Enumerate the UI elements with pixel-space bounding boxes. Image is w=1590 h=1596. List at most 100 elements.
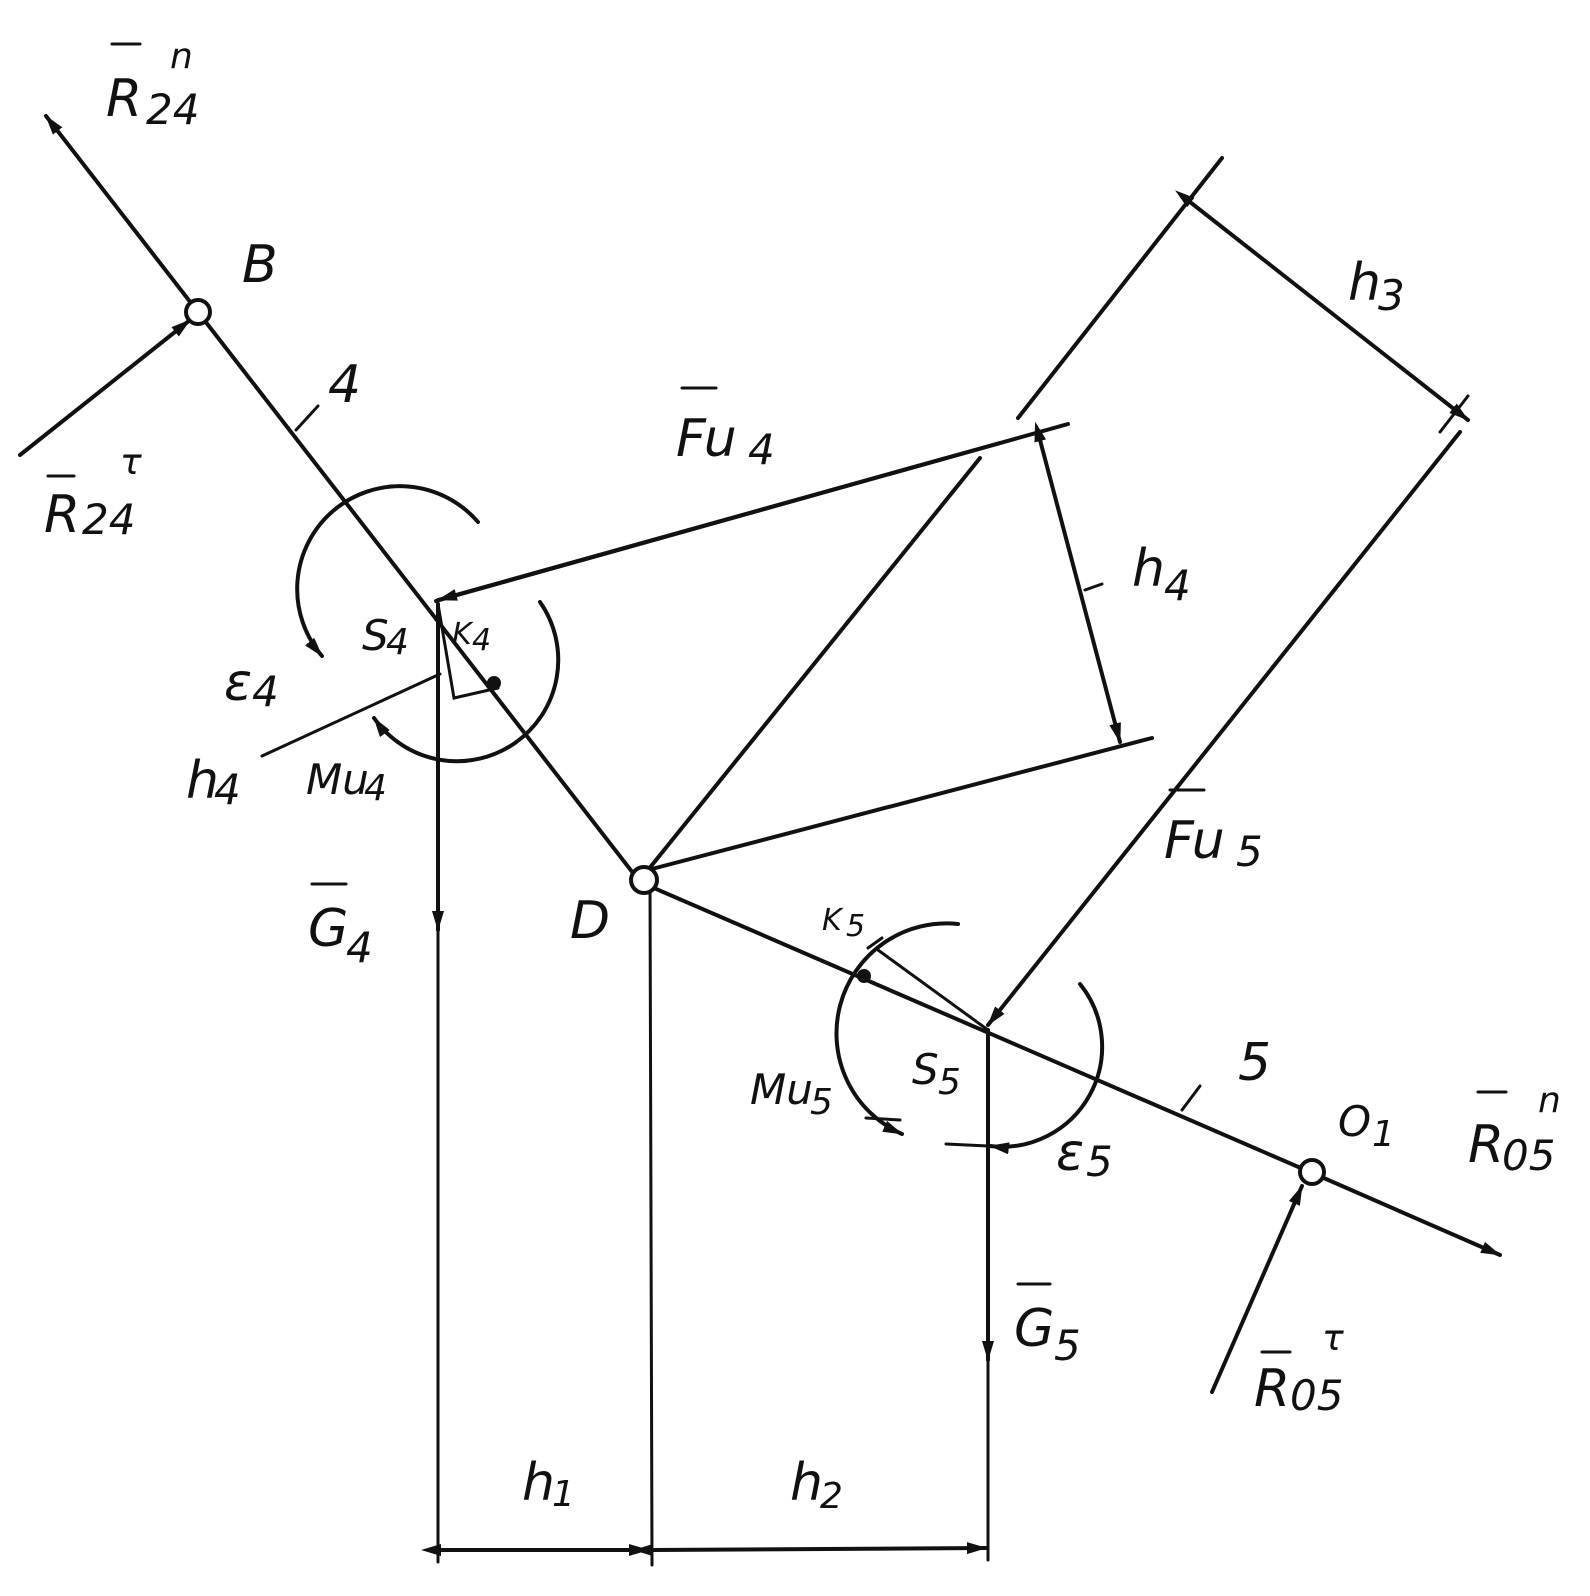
svg-text:5: 5 [938, 1062, 961, 1103]
svg-text:h: h [1132, 539, 1165, 599]
joint-d [629, 865, 659, 895]
svg-text:3: 3 [1378, 271, 1405, 320]
k5-right-angle [866, 936, 884, 950]
svg-text:5: 5 [1236, 827, 1263, 876]
label-r24n: R 24 n [106, 36, 199, 134]
svg-text:O: O [1338, 1097, 1371, 1146]
d-to-fu4-line [646, 456, 982, 872]
h3-dimension-arrow [1175, 190, 1470, 422]
svg-text:G: G [308, 899, 348, 959]
svg-text:5: 5 [846, 909, 865, 944]
label-d: D [570, 891, 610, 951]
svg-text:Fu: Fu [676, 409, 737, 469]
svg-text:4: 4 [346, 923, 373, 972]
label-r05t: R 05 τ [1254, 1318, 1344, 1420]
label-link-5: 5 [1238, 1033, 1271, 1093]
label-h4-left: h 4 [186, 751, 241, 814]
link-4-tick [294, 404, 320, 432]
label-r24t: R 24 τ [44, 442, 142, 545]
label-h1: h 1 [522, 1453, 575, 1515]
svg-text:S: S [912, 1045, 939, 1094]
svg-text:R: R [1254, 1359, 1290, 1419]
svg-text:Fu: Fu [1164, 811, 1225, 871]
fu4-parallel-line [646, 736, 1154, 872]
svg-text:4: 4 [364, 768, 387, 809]
svg-text:4: 4 [1164, 561, 1191, 610]
joint-b [184, 298, 212, 326]
label-mu5: Mu 5 [750, 1065, 833, 1123]
label-b: B [242, 235, 278, 295]
svg-text:R: R [44, 485, 80, 545]
svg-text:1: 1 [552, 1474, 575, 1515]
label-g5: G 5 [1014, 1282, 1081, 1370]
label-fu4: Fu 4 [676, 386, 775, 474]
svg-text:ε: ε [224, 653, 252, 713]
mu5-arc [834, 921, 960, 1136]
svg-text:5: 5 [1086, 1137, 1113, 1186]
svg-text:S: S [362, 611, 389, 660]
label-o1: O 1 [1338, 1097, 1395, 1155]
svg-text:R: R [106, 69, 142, 129]
label-r05n: R 05 n [1468, 1080, 1561, 1180]
svg-text:1: 1 [1372, 1114, 1395, 1155]
link-5-bar [638, 880, 1312, 1174]
label-mu4: Mu 4 [306, 755, 387, 809]
svg-text:5: 5 [810, 1082, 833, 1123]
epsilon-5-arc [988, 982, 1105, 1155]
label-epsilon-5: ε 5 [1056, 1123, 1113, 1186]
epsilon-5-tick [944, 1142, 990, 1148]
svg-text:5: 5 [1054, 1321, 1081, 1370]
mu4-arc [372, 600, 561, 764]
svg-text:4: 4 [214, 765, 241, 814]
svg-text:24: 24 [146, 85, 199, 134]
d-vertical-line [648, 880, 654, 1567]
r05n-arrow [1308, 1170, 1502, 1257]
svg-text:4: 4 [386, 622, 409, 663]
svg-text:τ: τ [1322, 1318, 1344, 1359]
svg-text:4: 4 [748, 425, 775, 474]
r24n-arrow [44, 114, 200, 314]
svg-text:2: 2 [820, 1476, 843, 1517]
label-s5: S 5 [912, 1045, 961, 1103]
h4-dimension-tick [1083, 582, 1104, 592]
point-k4 [487, 676, 501, 690]
svg-text:h: h [186, 751, 219, 811]
label-k4: K 4 [452, 617, 491, 658]
point-k5 [857, 969, 871, 983]
fu5-arrow [986, 430, 1462, 1027]
k4-perp-triangle [436, 602, 500, 700]
svg-text:n: n [170, 36, 193, 77]
k5-perp-line [876, 948, 990, 1032]
svg-text:G: G [1014, 1299, 1054, 1359]
fu4-arrow [436, 441, 1002, 602]
joint-o1 [1298, 1158, 1326, 1186]
label-link-4: 4 [328, 355, 361, 415]
svg-text:ε: ε [1056, 1123, 1084, 1183]
svg-text:05: 05 [1290, 1371, 1343, 1420]
label-epsilon-4: ε 4 [224, 653, 279, 716]
h4-dimension-arrow [1034, 421, 1122, 744]
h2-dimension-arrow [633, 1542, 988, 1556]
link-5-tick [1180, 1084, 1202, 1112]
label-g4: G 4 [308, 882, 373, 972]
label-h2: h 2 [790, 1453, 843, 1517]
h4-perp-line [260, 672, 442, 758]
svg-text:h: h [790, 1453, 823, 1513]
link-4-bar [196, 310, 642, 884]
epsilon-4-arc [295, 484, 480, 658]
svg-text:K: K [822, 903, 844, 938]
h3-extension-line [1016, 156, 1224, 420]
label-s4: S 4 [362, 611, 409, 663]
mu5-tick [864, 1116, 902, 1122]
r05t-arrow [1210, 1184, 1304, 1394]
svg-text:n: n [1538, 1080, 1561, 1121]
label-h3: h 3 [1348, 253, 1405, 320]
label-fu5: Fu 5 [1164, 788, 1263, 876]
svg-text:4: 4 [252, 667, 279, 716]
svg-text:h: h [1348, 253, 1381, 313]
svg-text:Mu: Mu [750, 1065, 813, 1114]
r24t-arrow [18, 318, 192, 457]
label-h4-right: h 4 [1132, 539, 1191, 610]
svg-text:h: h [522, 1453, 555, 1513]
